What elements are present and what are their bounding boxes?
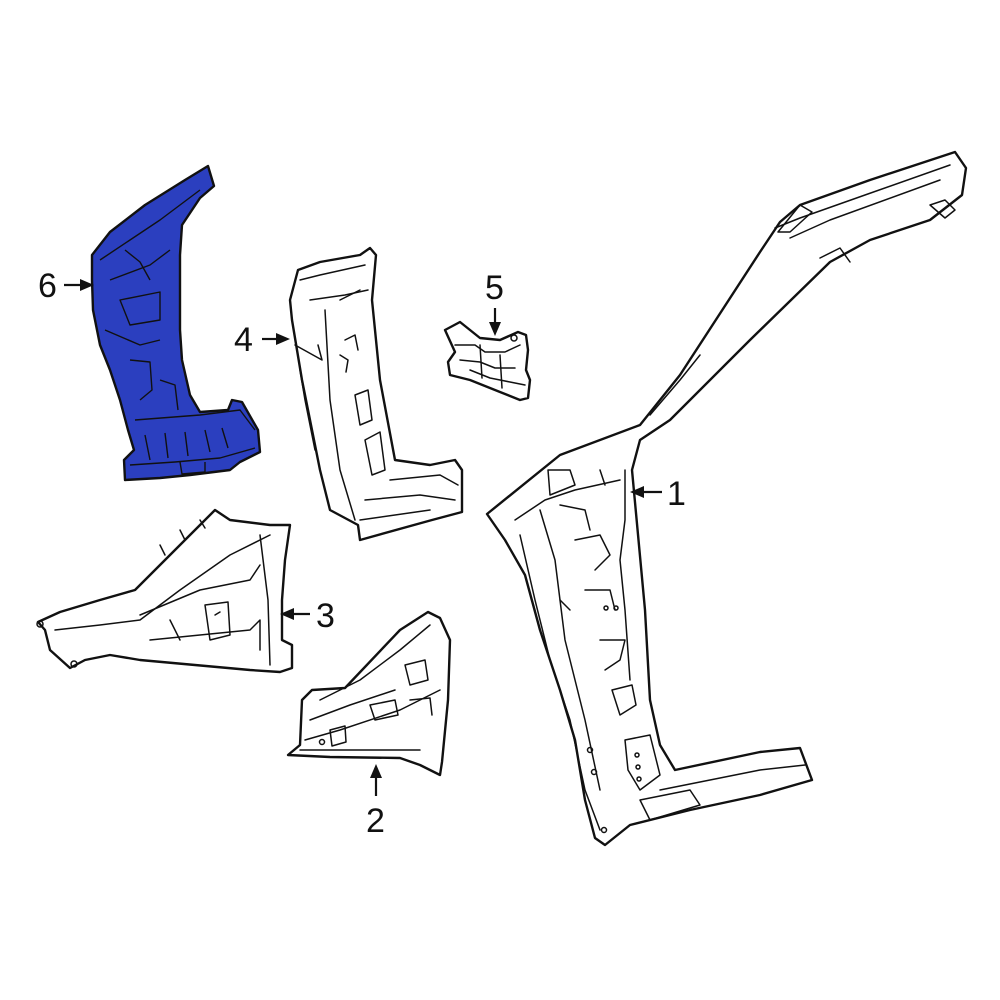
part-2-bracket [286,610,452,777]
callout-3-label: 3 [316,597,335,635]
callout-4-label: 4 [234,321,253,359]
callout-6-label: 6 [38,267,57,305]
part-5-small-bracket [443,320,532,402]
callout-1-label: 1 [667,475,686,513]
callout-4: 4 [234,321,290,359]
callout-3: 3 [280,597,335,635]
part-3-lower-panel [36,508,294,674]
part-4-inner-panel [288,246,464,542]
callout-2: 2 [366,764,385,840]
callout-5-label: 5 [485,269,504,307]
callout-5: 5 [485,269,504,336]
part-1-pillar [485,150,968,847]
callout-6: 6 [38,267,94,305]
callout-2-label: 2 [366,802,385,840]
callout-1: 1 [630,475,686,513]
part-6-highlighted-panel [90,164,262,482]
